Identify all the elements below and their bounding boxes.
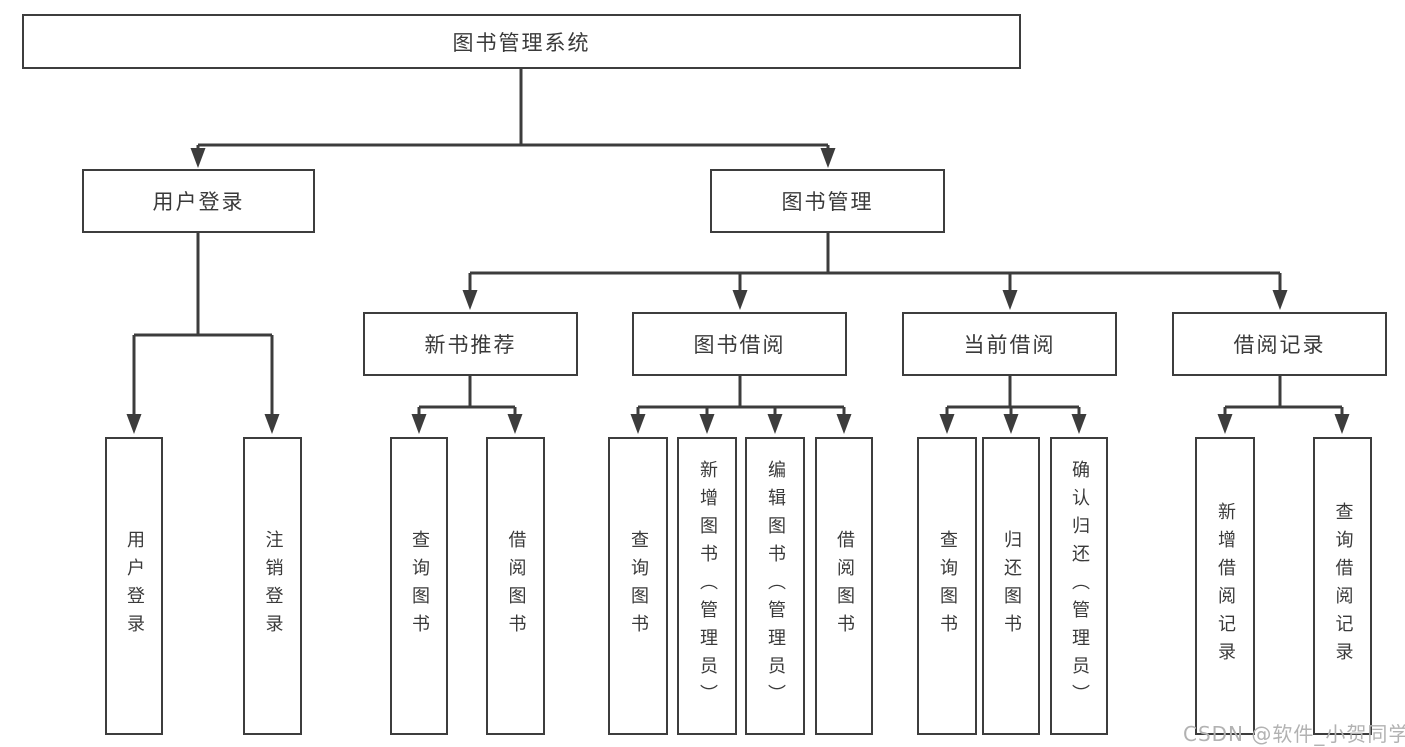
- node-book-management: 图书管理: [710, 169, 945, 233]
- node-book-borrow-label: 图书借阅: [693, 333, 786, 357]
- node-user-login: 用户登录: [82, 169, 315, 233]
- node-current-borrow: 当前借阅: [902, 312, 1117, 376]
- node-new-book-recommend-label: 新书推荐: [424, 333, 517, 357]
- leaf-login-user-login-label: 用户登录: [124, 530, 145, 642]
- leaf-records-query-record-label: 查询借阅记录: [1332, 502, 1354, 670]
- node-borrow-records-label: 借阅记录: [1233, 333, 1326, 357]
- leaf-borrow-add-book-admin-label: 新增图书（管理员）: [697, 460, 718, 712]
- leaf-borrow-query-book-label: 查询图书: [628, 530, 649, 642]
- node-book-borrow: 图书借阅: [632, 312, 847, 376]
- leaf-login-user-login: 用户登录: [105, 437, 163, 735]
- leaf-current-confirm-return-admin-label: 确认归还（管理员）: [1069, 460, 1090, 712]
- node-user-login-label: 用户登录: [152, 190, 245, 214]
- leaf-records-query-record: 查询借阅记录: [1313, 437, 1372, 735]
- leaf-borrow-borrow-book-label: 借阅图书: [834, 530, 855, 642]
- node-current-borrow-label: 当前借阅: [963, 333, 1056, 357]
- leaf-borrow-borrow-book: 借阅图书: [815, 437, 873, 735]
- node-book-management-label: 图书管理: [781, 190, 874, 214]
- leaf-recommend-borrow-book: 借阅图书: [486, 437, 545, 735]
- leaf-login-logout: 注销登录: [243, 437, 302, 735]
- leaf-borrow-edit-book-admin: 编辑图书（管理员）: [745, 437, 805, 735]
- watermark: CSDN @软件_小贺同学: [1183, 722, 1405, 746]
- leaf-current-confirm-return-admin: 确认归还（管理员）: [1050, 437, 1108, 735]
- leaf-records-add-record-label: 新增借阅记录: [1215, 502, 1236, 670]
- leaf-borrow-edit-book-admin-label: 编辑图书（管理员）: [765, 460, 786, 712]
- leaf-current-query-book: 查询图书: [917, 437, 977, 735]
- leaf-current-return-book: 归还图书: [982, 437, 1040, 735]
- leaf-borrow-query-book: 查询图书: [608, 437, 668, 735]
- node-library-system-label: 图书管理系统: [452, 30, 591, 55]
- leaf-recommend-query-book: 查询图书: [390, 437, 448, 735]
- leaf-records-add-record: 新增借阅记录: [1195, 437, 1255, 735]
- leaf-current-return-book-label: 归还图书: [1001, 530, 1022, 642]
- leaf-recommend-borrow-book-label: 借阅图书: [505, 530, 527, 642]
- leaf-recommend-query-book-label: 查询图书: [409, 530, 430, 642]
- leaf-borrow-add-book-admin: 新增图书（管理员）: [677, 437, 737, 735]
- node-new-book-recommend: 新书推荐: [363, 312, 578, 376]
- leaf-login-logout-label: 注销登录: [262, 530, 284, 642]
- node-borrow-records: 借阅记录: [1172, 312, 1387, 376]
- node-library-system: 图书管理系统: [22, 14, 1021, 69]
- leaf-current-query-book-label: 查询图书: [937, 530, 958, 642]
